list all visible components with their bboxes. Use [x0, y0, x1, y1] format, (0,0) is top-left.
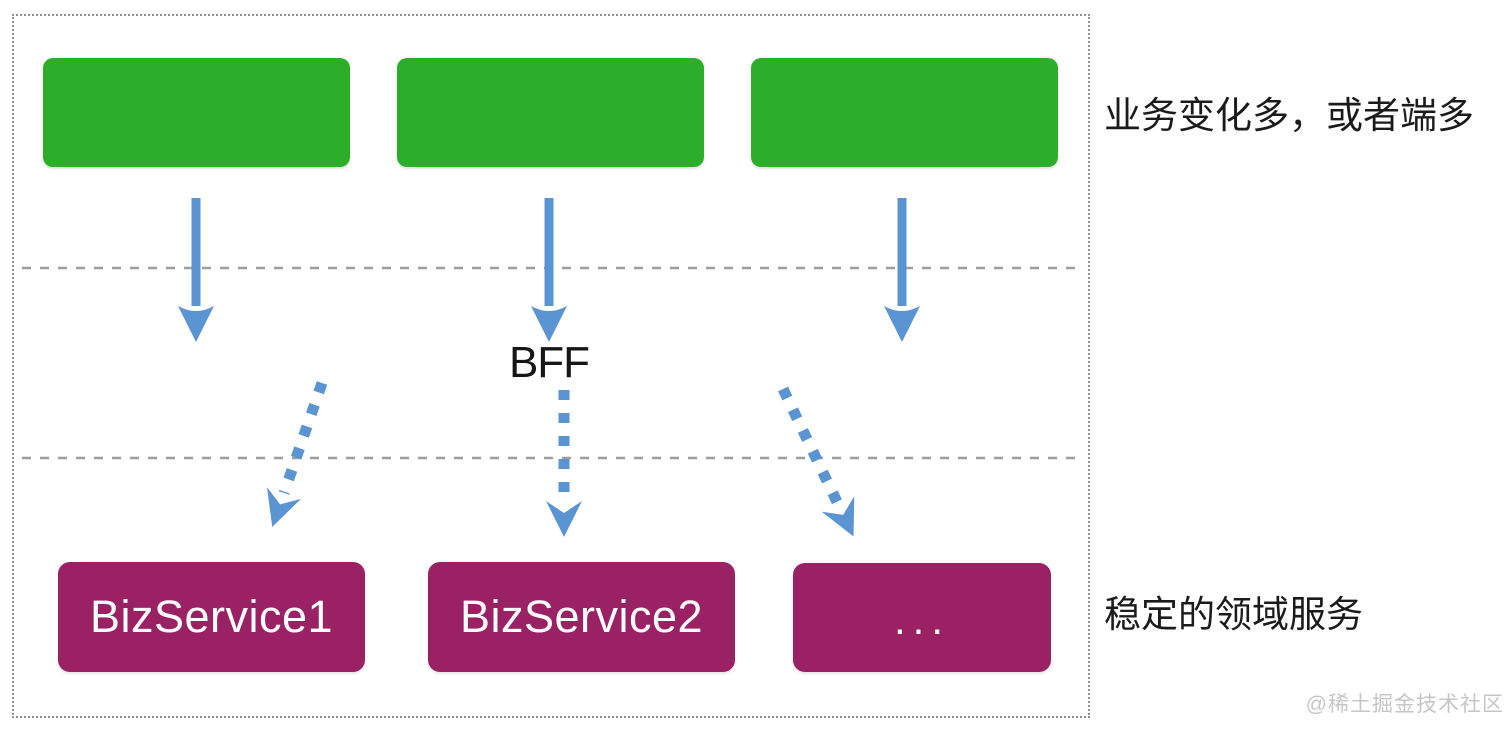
- biz-service-1-box: BizService1: [58, 562, 365, 672]
- bff-layer-label: BFF: [508, 338, 590, 387]
- frontend-box-1: [43, 58, 350, 167]
- biz-service-2-label: BizService2: [459, 591, 704, 642]
- biz-service-more-box: ...: [793, 563, 1051, 672]
- biz-service-1-label: BizService1: [89, 591, 334, 642]
- top-row-annotation: 业务变化多，或者端多: [1104, 95, 1474, 136]
- juejin-watermark: @稀土掘金技术社区: [1305, 693, 1504, 716]
- biz-service-more-label: ...: [893, 595, 950, 643]
- bottom-row-annotation: 稳定的领域服务: [1104, 594, 1363, 635]
- biz-service-2-box: BizService2: [428, 562, 735, 672]
- frontend-box-3: [751, 58, 1058, 167]
- frontend-box-2: [397, 58, 704, 167]
- diagram-dotted-frame: [12, 14, 1090, 718]
